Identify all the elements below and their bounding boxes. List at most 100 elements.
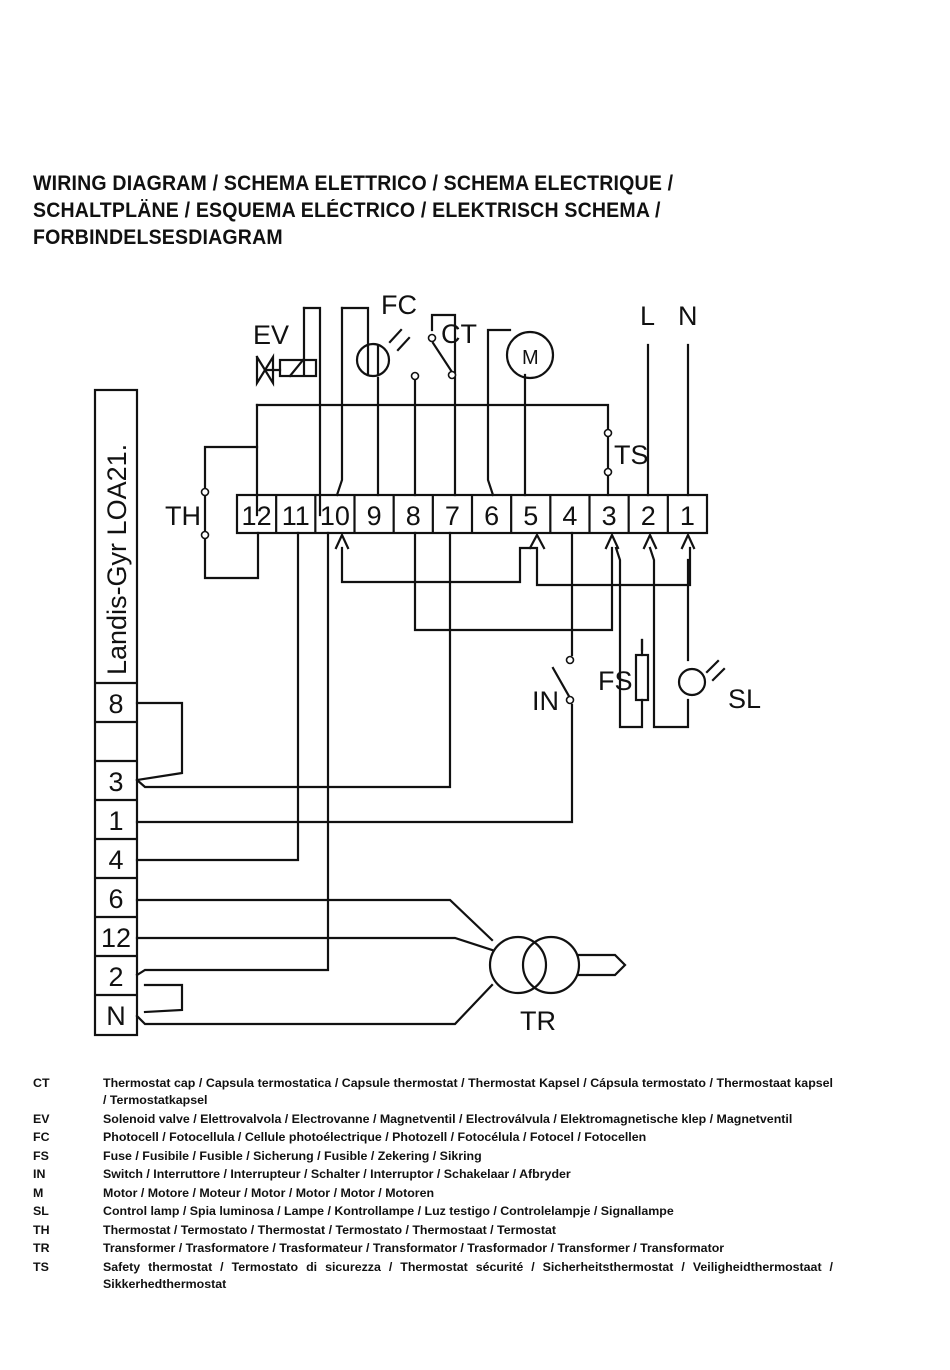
terminal-number: 7 [445,501,460,531]
label-th: TH [165,501,201,531]
legend-text: Thermostat cap / Capsula termostatica / … [103,1076,833,1107]
sl-ray-b [711,667,726,682]
legend-text: Motor / Motore / Moteur / Motor / Motor … [103,1185,435,1200]
in-contact-bottom [565,695,575,705]
label-in: IN [532,686,559,716]
terminal-number: 5 [523,501,538,531]
terminal-number: 12 [242,501,272,531]
legend-code: CT [33,1076,50,1090]
wire-box-n [135,983,494,1026]
wire-box-4 [135,531,300,862]
arrow-3 [604,532,620,550]
wire-box-1 [135,703,574,824]
label-l: L [640,301,655,331]
fs-fuse-body [634,653,650,702]
wire-top-rail [255,403,610,432]
arrow-10 [334,532,350,550]
photocell-ray-b [396,336,411,352]
legend-text: Photocell / Fotocellula / Cellule photoé… [103,1130,647,1144]
wire-box-12 [135,936,494,952]
legend-code: TR [33,1241,50,1255]
wire-box-2-n [143,983,184,1014]
legend-code: SL [33,1204,49,1218]
legend-text: Switch / Interruttore / Interrupteur / S… [103,1167,571,1181]
legend-row: SL Control lamp / Spia luminosa / Lampe … [33,1203,833,1220]
label-ct: CT [441,319,477,349]
wire-box-8-3 [135,701,184,782]
terminal-number: 4 [562,501,577,531]
control-box-terminal-number: 1 [108,806,123,836]
arrow-5 [528,532,546,550]
in-switch-blade [551,666,572,700]
legend-text: Solenoid valve / Elettrovalvola / Electr… [103,1111,793,1126]
legend-text: Control lamp / Spia luminosa / Lampe / K… [103,1204,674,1218]
legend-text: Safety thermostat / Termostato di sicure… [103,1259,833,1291]
wire-fc-top [340,306,370,347]
legend-row: TS Safety thermostat / Termostato di sic… [33,1259,833,1293]
wire-2-to-sl [648,546,690,729]
terminal-number: 3 [602,501,617,531]
ts-contact-top [603,428,613,438]
legend-row: CT Thermostat cap / Capsula termostatica… [33,1075,833,1109]
legend-row: IN Switch / Interruttore / Interrupteur … [33,1166,833,1183]
title-line-2: SCHALTPLÄNE / ESQUEMA ELÉCTRICO / ELEKTR… [33,199,661,222]
label-n: N [678,301,698,331]
legend-text: Transformer / Trasformatore / Trasformat… [103,1241,725,1255]
terminal-number: 2 [641,501,656,531]
terminal-number: 11 [282,501,310,531]
label-fc: FC [381,290,417,320]
control-box-terminal-number: 2 [108,962,123,992]
label-ev: EV [253,320,289,350]
control-box-label: Landis-Gyr LOA21. [102,444,132,675]
sl-ray-a [705,659,720,674]
ct-switch-blade [431,341,454,374]
control-box-terminal-number: 8 [108,689,123,719]
legend-row: FS Fuse / Fusibile / Fusible / Sicherung… [33,1148,833,1165]
transformer-coil-right [521,935,581,995]
control-box-terminal-number: 6 [108,884,123,914]
ct-contact-bottom [447,370,457,380]
wire-3-to-fs [614,546,644,729]
transformer-output [577,953,627,977]
ts-contact-bottom [603,467,613,477]
label-fs: FS [598,666,633,696]
legend-row: EV Solenoid valve / Elettrovalvola / Ele… [33,1111,833,1128]
legend-code: FS [33,1148,49,1163]
transformer-coil-left [488,935,548,995]
wire-th-bottom [203,531,260,580]
ev-solenoid-body [278,358,318,378]
diagram-title: WIRING DIAGRAM / SCHEMA ELETTRICO / SCHE… [33,170,913,251]
legend-code: EV [33,1111,50,1126]
legend: CT Thermostat cap / Capsula termostatica… [33,1075,833,1294]
th-contact-top [200,487,210,497]
label-ts: TS [614,440,649,470]
legend-code: M [33,1185,44,1200]
terminal-number: 8 [406,501,421,531]
ev-solenoid-line [288,358,305,378]
wire-ev-a [302,306,322,517]
legend-text: Fuse / Fusibile / Fusible / Sicherung / … [103,1148,482,1163]
title-line-3: FORBINDELSESDIAGRAM [33,226,283,249]
ct-contact-top [427,333,437,343]
control-box-outline [93,388,139,1037]
photocell-ray-a [388,328,403,344]
legend-row: FC Photocell / Fotocellula / Cellule pho… [33,1129,833,1146]
legend-code: TH [33,1222,50,1237]
wire-bus-lower [340,546,692,587]
th-contact-bottom [200,530,210,540]
legend-code: TS [33,1259,49,1274]
terminal-number: 6 [484,501,499,531]
legend-code: IN [33,1167,46,1181]
label-sl: SL [728,684,761,714]
ct-contact-8 [410,371,420,381]
legend-row: TR Transformer / Trasformatore / Trasfor… [33,1240,833,1257]
arrow-1 [680,532,696,550]
photocell-symbol [355,342,391,378]
control-box-terminal-number: 4 [108,845,123,875]
wire-motor-to-6 [486,328,512,497]
control-box-terminal-number: 12 [101,923,131,953]
legend-row: TH Thermostat / Termostato / Thermostat … [33,1222,833,1239]
wire-th-top [203,445,259,497]
